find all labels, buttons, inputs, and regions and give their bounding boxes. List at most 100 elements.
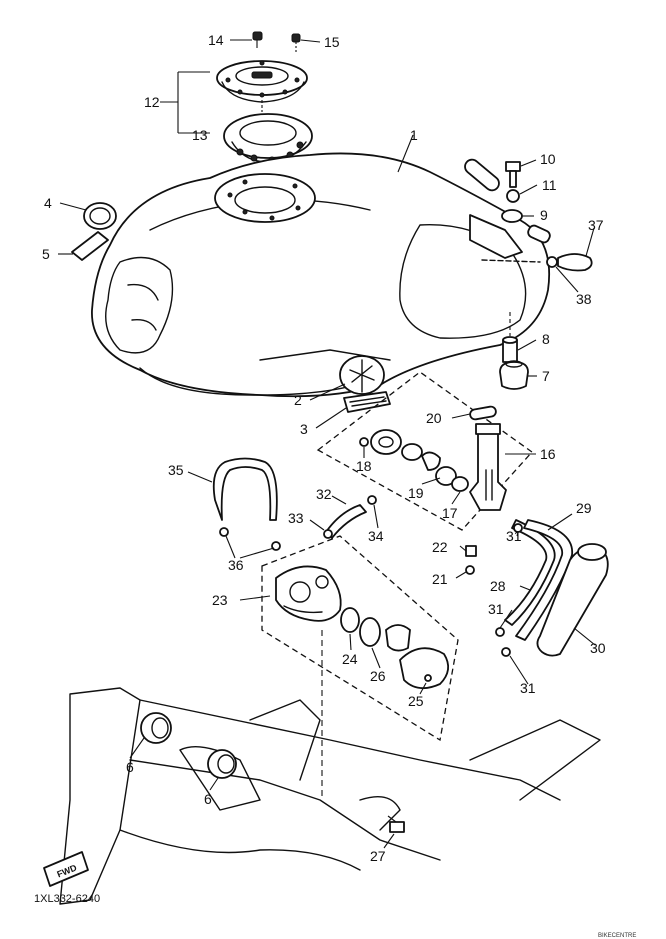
callout-23: 23 xyxy=(212,592,228,608)
emblem-3 xyxy=(343,391,391,413)
damper-6a xyxy=(140,712,172,744)
callout-4: 4 xyxy=(44,195,52,211)
tank-filler-neck xyxy=(214,173,316,223)
fuel-cap-key-slot xyxy=(251,71,273,79)
callout-17: 17 xyxy=(442,505,458,521)
watermark: BIKECENTRE xyxy=(598,933,636,939)
leader-lines xyxy=(58,39,596,849)
fuel-pump-assembly xyxy=(261,535,459,742)
fuel-cock-body xyxy=(469,423,507,511)
damper-5 xyxy=(71,231,109,261)
callout-32: 32 xyxy=(316,486,332,502)
hose-28 xyxy=(504,519,556,626)
screw-18 xyxy=(359,437,369,447)
callout-10: 10 xyxy=(540,151,556,167)
tank-filler-opening xyxy=(234,186,296,214)
tank-rear-bracket xyxy=(469,214,523,259)
screw-14 xyxy=(252,31,263,48)
diaphragm-26 xyxy=(359,617,381,647)
screw-15 xyxy=(291,33,301,52)
lever-washer xyxy=(401,443,423,461)
callout-27: 27 xyxy=(370,848,386,864)
callout-31b: 31 xyxy=(488,601,504,617)
fwd-arrow-shape xyxy=(43,851,89,887)
clip-37 xyxy=(557,253,593,272)
frame-bottom-curve xyxy=(119,829,361,871)
tank-rear-mount-line xyxy=(481,259,541,263)
callout-2: 2 xyxy=(294,392,302,408)
callout-31c: 31 xyxy=(520,680,536,696)
callout-1: 1 xyxy=(410,127,418,143)
callout-21: 21 xyxy=(432,571,448,587)
fwd-arrow: FWD xyxy=(43,851,89,887)
fuel-cap-assembly xyxy=(216,31,313,164)
callout-labels: 1 2 3 4 5 6 6 7 8 9 10 11 12 13 14 15 16… xyxy=(42,32,606,864)
gasket-19 xyxy=(435,466,457,486)
callout-26: 26 xyxy=(370,668,386,684)
fuel-hoses xyxy=(212,457,609,657)
pump-cover-part xyxy=(385,624,411,652)
callout-25: 25 xyxy=(408,693,424,709)
callout-8: 8 xyxy=(542,331,550,347)
fuel-tank xyxy=(91,152,551,398)
emblem-3-letters xyxy=(349,396,387,407)
damper-9b xyxy=(527,224,551,244)
clip-34 xyxy=(367,495,377,505)
rear-mount-parts xyxy=(464,158,593,390)
callout-29: 29 xyxy=(576,500,592,516)
callout-24: 24 xyxy=(342,651,358,667)
fuel-cock-lever-parts xyxy=(359,429,469,492)
bolt-10 xyxy=(505,161,521,188)
clip-31c xyxy=(501,647,511,657)
damper-7 xyxy=(499,360,529,390)
lever-knob xyxy=(421,451,441,471)
fuel-cap-lid xyxy=(235,66,289,86)
damper-6b xyxy=(207,749,237,779)
oring-20 xyxy=(469,405,497,421)
frame-rear-section xyxy=(469,719,601,801)
filler-bolt-holes xyxy=(227,179,301,221)
fuel-cock-assembly xyxy=(316,371,533,531)
fuel-pump-group-box xyxy=(261,535,459,742)
callout-18: 18 xyxy=(356,458,372,474)
washer-11 xyxy=(506,189,520,203)
callout-12: 12 xyxy=(144,94,160,110)
emblem-logo xyxy=(349,359,375,393)
fuel-cock-group-box xyxy=(316,371,533,531)
clip-36a xyxy=(219,527,229,537)
frame-upper-rail xyxy=(139,699,561,801)
figure-code: 1XL332-6240 xyxy=(34,893,100,905)
lever-plate xyxy=(370,429,402,455)
hose-29 xyxy=(515,519,573,641)
fuel-tank-body xyxy=(91,152,551,398)
frame-engine-mount xyxy=(179,745,261,811)
hose-35 xyxy=(212,457,278,521)
gasket-24 xyxy=(340,607,360,633)
frame-bracket xyxy=(359,796,401,831)
frame-lower-rail xyxy=(129,759,441,861)
callout-13: 13 xyxy=(192,127,208,143)
washer-22 xyxy=(465,545,477,557)
fuel-cap-inner-ring xyxy=(239,120,297,146)
tank-bottom-edge xyxy=(139,367,371,396)
hose-30-end xyxy=(577,543,607,561)
callout-38: 38 xyxy=(576,291,592,307)
oring-17 xyxy=(451,476,469,492)
callout-28: 28 xyxy=(490,578,506,594)
callout-20: 20 xyxy=(426,410,442,426)
callout-37: 37 xyxy=(588,217,604,233)
hose-clips xyxy=(219,495,523,657)
tank-left-recess-detail xyxy=(127,283,159,331)
clip-31b xyxy=(495,627,505,637)
callout-9: 9 xyxy=(540,207,548,223)
fuel-cap-bolt-holes xyxy=(225,60,300,98)
callout-5: 5 xyxy=(42,246,50,262)
callout-16: 16 xyxy=(540,446,556,462)
bolt-27 xyxy=(387,815,405,833)
hose-32 xyxy=(325,504,367,539)
callout-3: 3 xyxy=(300,421,308,437)
screw-25 xyxy=(424,674,432,682)
callout-19: 19 xyxy=(408,485,424,501)
tank-emblem xyxy=(339,355,385,395)
collar-9 xyxy=(501,209,523,223)
